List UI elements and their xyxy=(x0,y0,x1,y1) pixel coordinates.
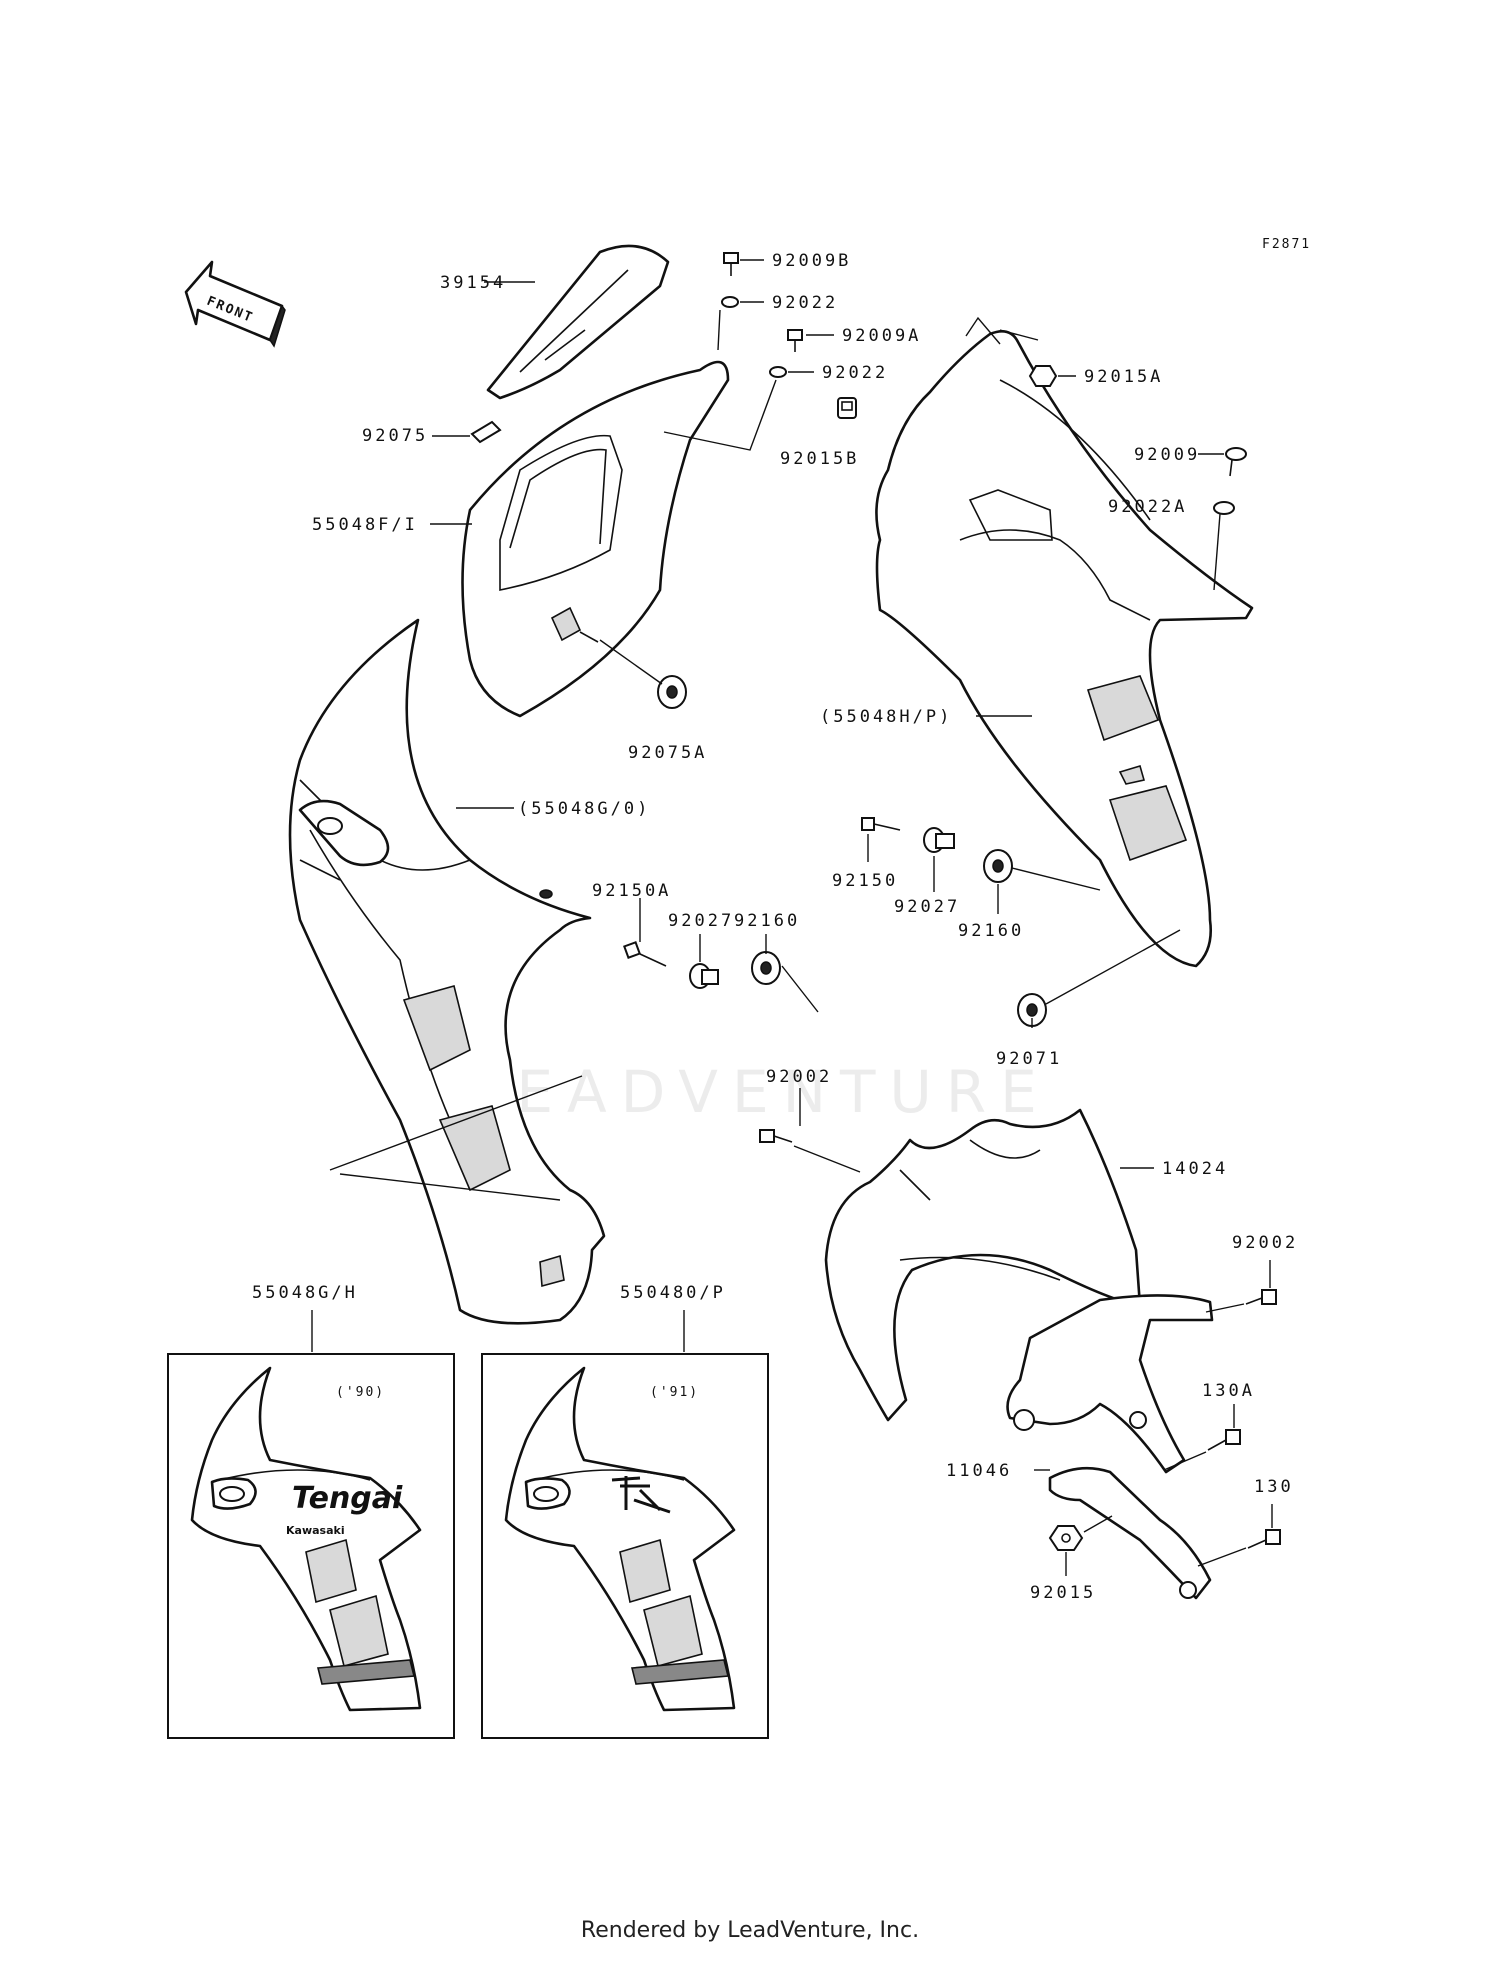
label-130A: 130A xyxy=(1202,1381,1255,1401)
label-55048FI: 55048F/I xyxy=(312,515,418,535)
cover-39154 xyxy=(486,244,670,400)
label-130: 130 xyxy=(1254,1477,1294,1497)
leader-fastener-group xyxy=(663,309,777,451)
leader-55048HP-top xyxy=(965,316,1039,345)
label-11046: 11046 xyxy=(946,1461,1012,1481)
inner-panel-55048FI xyxy=(461,360,730,718)
washer-92022A xyxy=(1213,501,1235,515)
label-92015B: 92015B xyxy=(780,449,859,469)
right-panel-55048HP xyxy=(875,330,1254,968)
label-92009B: 92009B xyxy=(772,251,851,271)
bracket-11046 xyxy=(1006,1294,1214,1600)
label-92002-right: 92002 xyxy=(1232,1233,1298,1253)
kawasaki-logo: Kawasaki xyxy=(286,1524,345,1537)
watermark: LEADVENTURE xyxy=(470,1058,1051,1126)
label-92150A: 92150A xyxy=(592,881,671,901)
label-92015: 92015 xyxy=(1030,1583,1096,1603)
grommet-92075A xyxy=(657,675,687,709)
label-92022-top: 92022 xyxy=(772,293,838,313)
leader-92160-right xyxy=(997,867,1101,914)
diagram-code: F2871 xyxy=(1262,237,1311,252)
label-92015A: 92015A xyxy=(1084,367,1163,387)
screw-92150A xyxy=(623,941,667,967)
leader-92015 xyxy=(1065,1515,1113,1576)
label-92027-left: 92027 xyxy=(668,911,734,931)
label-55048HP: (55048H/P) xyxy=(820,707,952,727)
screw-92002-top xyxy=(759,1129,793,1143)
label-92160-right: 92160 xyxy=(958,921,1024,941)
label-92075A: 92075A xyxy=(628,743,707,763)
label-92009A: 92009A xyxy=(842,326,921,346)
label-92150: 92150 xyxy=(832,871,898,891)
label-55048GH: 55048G/H xyxy=(252,1283,358,1303)
label-92075: 92075 xyxy=(362,426,428,446)
label-92022A: 92022A xyxy=(1108,497,1187,517)
label-92022-mid: 92022 xyxy=(822,363,888,383)
leader-92022A xyxy=(1213,513,1221,591)
label-14024: 14024 xyxy=(1162,1159,1228,1179)
grommet-92160-right xyxy=(983,849,1013,883)
label-92009: 92009 xyxy=(1134,445,1200,465)
screw-92002-right xyxy=(1245,1289,1277,1305)
collar-92027-right xyxy=(923,827,955,853)
nut-92015A xyxy=(1028,365,1058,387)
nut-92015 xyxy=(1048,1525,1084,1551)
footer-credit: Rendered by LeadVenture, Inc. xyxy=(580,1918,920,1943)
leader-92160-left xyxy=(765,934,819,1013)
screw-92009B xyxy=(723,252,739,276)
washer-92022-top xyxy=(721,296,739,308)
label-92002-top: 92002 xyxy=(766,1067,832,1087)
screw-130 xyxy=(1247,1529,1281,1549)
left-panel-55048GO xyxy=(288,618,606,1325)
label-92160-left: 92160 xyxy=(734,911,800,931)
inset-1991: ('91) xyxy=(481,1353,769,1739)
tengai-logo: Tengai xyxy=(292,1481,403,1516)
leader-92071 xyxy=(1031,929,1181,1028)
screw-92150 xyxy=(861,817,901,831)
label-92027-right: 92027 xyxy=(894,897,960,917)
leader-92075A xyxy=(599,639,663,685)
grommet-92071 xyxy=(1017,993,1047,1027)
label-39154: 39154 xyxy=(440,273,506,293)
clip-92075 xyxy=(470,420,502,444)
leader-130A xyxy=(1163,1404,1235,1471)
nut-92015B xyxy=(837,397,857,419)
leader-92002-top xyxy=(793,1088,861,1173)
leader-130 xyxy=(1197,1504,1273,1567)
inset-year-91: ('91) xyxy=(650,1385,699,1400)
inset-1990: Tengai Kawasaki ('90) xyxy=(167,1353,455,1739)
meter-cover-14024 xyxy=(824,1108,1142,1422)
screw-92009 xyxy=(1225,447,1247,477)
grommet-92160-left xyxy=(751,951,781,985)
label-550480P: 550480/P xyxy=(620,1283,726,1303)
inset-year-90: ('90) xyxy=(336,1385,385,1400)
label-55048GO: (55048G/0) xyxy=(518,799,650,819)
screw-92009A xyxy=(787,329,803,352)
screw-130A xyxy=(1207,1429,1241,1451)
label-92071: 92071 xyxy=(996,1049,1062,1069)
leader-55048GO-lower xyxy=(329,1075,583,1201)
front-arrow-icon: FRONT xyxy=(184,260,286,348)
collar-92027-left xyxy=(689,963,719,989)
leader-92002-right xyxy=(1205,1260,1271,1313)
washer-92022-mid xyxy=(769,366,787,378)
